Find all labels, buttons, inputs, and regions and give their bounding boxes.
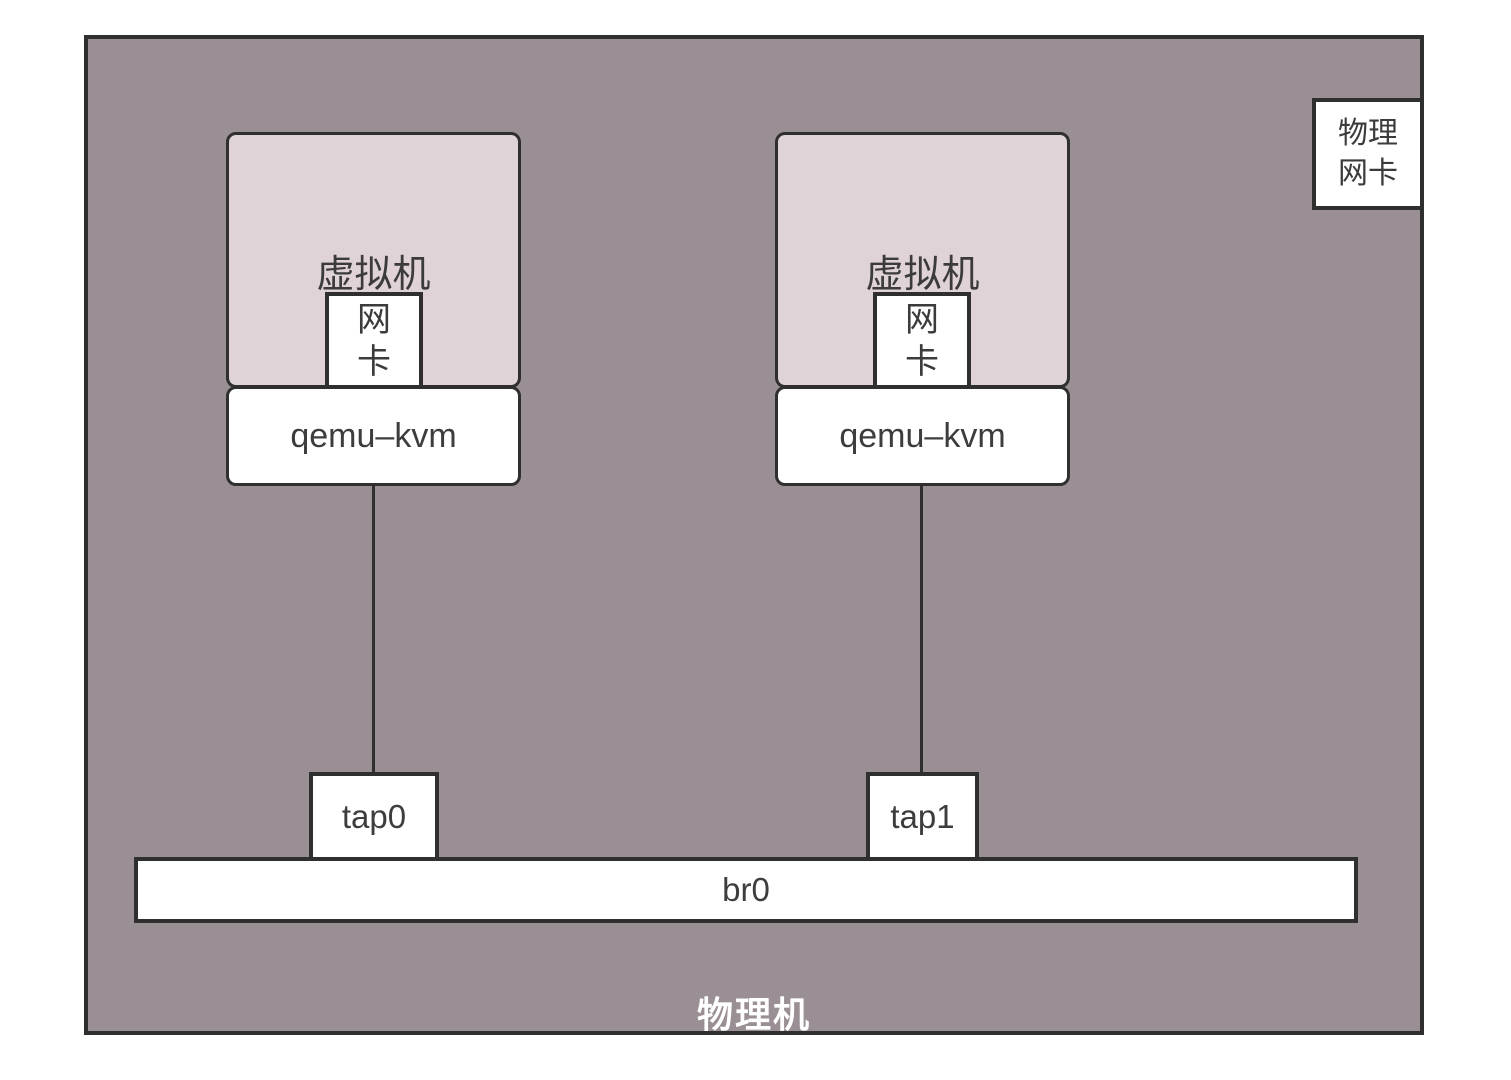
connector-line-2 bbox=[920, 486, 923, 774]
physical-nic-label: 物理网卡 bbox=[1338, 117, 1398, 190]
vm-nic-label-1: 网卡 bbox=[356, 300, 391, 381]
connector-line-1 bbox=[372, 486, 375, 774]
vm-label-2: 虚拟机 bbox=[865, 254, 980, 296]
qemu-kvm-box-2: qemu–kvm bbox=[775, 386, 1070, 486]
vm-nic-box-2: 网卡 bbox=[873, 292, 971, 389]
physical-nic-box: 物理网卡 bbox=[1312, 98, 1424, 210]
vm-label-1: 虚拟机 bbox=[316, 254, 431, 296]
tap0-box: tap0 bbox=[309, 772, 439, 861]
physical-host-label: 物理机 bbox=[696, 994, 811, 1035]
qemu-kvm-label-1: qemu–kvm bbox=[290, 416, 457, 455]
tap1-label: tap1 bbox=[890, 797, 955, 835]
vm-nic-label-2: 网卡 bbox=[904, 300, 939, 381]
bridge-br0-bar: br0 bbox=[134, 857, 1358, 923]
tap1-box: tap1 bbox=[866, 772, 979, 861]
qemu-kvm-box-1: qemu–kvm bbox=[226, 386, 521, 486]
qemu-kvm-label-2: qemu–kvm bbox=[839, 416, 1006, 455]
vm-nic-box-1: 网卡 bbox=[325, 292, 423, 389]
bridge-br0-label: br0 bbox=[722, 871, 770, 908]
tap0-label: tap0 bbox=[341, 797, 407, 835]
